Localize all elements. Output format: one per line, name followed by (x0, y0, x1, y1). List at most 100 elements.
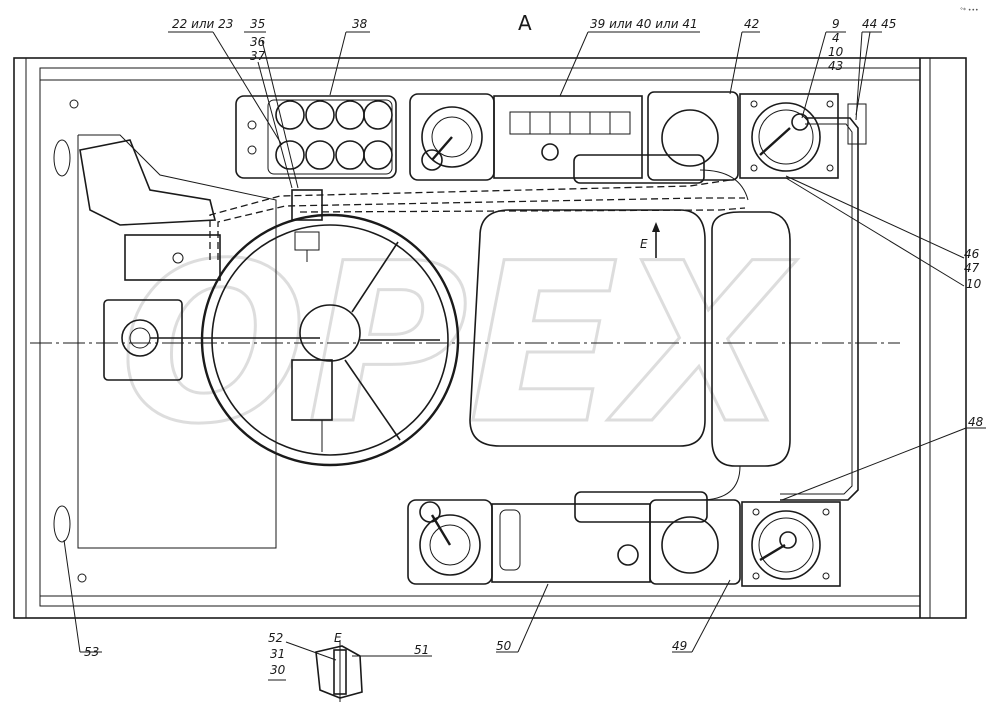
callout-50: 50 (496, 639, 512, 653)
detail-bracket (315, 645, 363, 699)
callout-49: 49 (672, 639, 687, 653)
switch-button (305, 140, 335, 170)
mount-hole (77, 573, 87, 583)
lower-joystick (407, 491, 741, 585)
pedal-screw (750, 100, 758, 108)
mount-hole (69, 99, 79, 109)
callout-53: 53 (84, 645, 99, 659)
callout-10: 10 (828, 45, 844, 59)
callout-48: 48 (968, 415, 984, 429)
corner-note: °* ••• (960, 7, 979, 14)
seat-pipe (699, 169, 749, 201)
leader (261, 39, 299, 189)
switch-panel-body (235, 95, 397, 179)
steering-wheel (200, 213, 460, 467)
joystick-stick (431, 136, 453, 161)
steering-column-bracket (291, 359, 333, 421)
hydraulic-line (299, 207, 746, 213)
detail-label: E (334, 631, 342, 645)
lower-pedal-fitting (779, 531, 797, 549)
hydraulic-line (209, 179, 731, 260)
panel-screw (247, 120, 257, 130)
callout-43: 43 (828, 59, 843, 73)
upper-pedal-disc-inner (758, 109, 814, 165)
lower-joystick-boot-inner (429, 524, 471, 566)
callout-51: 51 (414, 643, 429, 657)
leader (329, 31, 347, 96)
left-panel-outline (77, 134, 277, 549)
leader (785, 177, 965, 287)
callout-labels: A 22 или 23 35 36 37 38 39 или 40 или 41… (84, 7, 984, 677)
lower-joystick-boot (419, 514, 481, 576)
callout-36: 36 (250, 35, 266, 49)
lower-joystick-stick (430, 514, 452, 546)
lower-pedal-lever (759, 543, 786, 562)
joystick-boot (421, 106, 483, 168)
joystick-boot-inner (431, 116, 473, 158)
lower-left-lever (103, 299, 320, 381)
callout-9: 9 (832, 17, 840, 31)
panel-screw (247, 145, 257, 155)
lower-cylinder (574, 491, 708, 523)
pedal-screw (750, 164, 758, 172)
leader (801, 31, 827, 119)
valve-body (661, 109, 719, 167)
steering-wheel-rim-inner (211, 224, 449, 456)
pedal-screw (826, 100, 834, 108)
leader (285, 641, 337, 661)
cab-floor-frame (13, 57, 967, 619)
view-arrow-label: E (640, 237, 648, 251)
callout-42: 42 (744, 17, 759, 31)
steering-wheel-rim-outer (200, 213, 460, 467)
line-clamp (291, 189, 323, 221)
wheel-spoke (351, 241, 399, 313)
hydraulic-cylinder (573, 154, 705, 184)
leader (855, 31, 863, 121)
pedal-fitting (791, 113, 809, 131)
pedal-bolt (172, 252, 184, 264)
callout-38: 38 (352, 17, 368, 31)
outer-frame (13, 57, 967, 619)
steering-wheel-hub (299, 304, 361, 362)
leader (63, 539, 81, 653)
lower-valve-body (661, 516, 719, 574)
callout-52: 52 (268, 631, 283, 645)
view-label: A (518, 11, 532, 35)
switch-button (275, 100, 305, 130)
callout-44-45: 44 45 (862, 17, 896, 31)
switch-button (335, 140, 365, 170)
pedal-plate (124, 234, 221, 281)
lower-right-pedal (741, 501, 841, 587)
leader (691, 579, 731, 653)
pedal-lever (759, 127, 791, 156)
console-nut (541, 143, 559, 161)
leader (785, 175, 965, 259)
pedal-body (79, 139, 217, 226)
leader (729, 31, 743, 95)
operator-seat (469, 169, 791, 501)
valve-housing (647, 91, 739, 181)
pedal-screw (752, 508, 760, 516)
callout-46: 46 (964, 247, 980, 261)
floor-opening (53, 505, 71, 543)
callout-39-41: 39 или 40 или 41 (590, 17, 698, 31)
leader-lines (63, 31, 986, 681)
lower-pedal-plate (741, 501, 841, 587)
callout-47: 47 (964, 261, 980, 275)
upper-pedal-plate (739, 93, 839, 179)
lower-joystick-knob (419, 501, 441, 523)
callout-4: 4 (832, 31, 840, 45)
lower-pedal-disc-inner (758, 517, 814, 573)
wheel-spoke (344, 359, 401, 441)
leader (257, 61, 293, 189)
seat-backrest (711, 211, 791, 467)
upper-joystick (409, 93, 643, 181)
lower-console (491, 503, 651, 583)
pedal-screw (752, 572, 760, 580)
hydraulic-pipe (780, 117, 859, 501)
console-slot (499, 509, 521, 571)
pedal-assembly (79, 139, 221, 281)
switch-button (363, 140, 393, 170)
hydraulic-pipe (780, 123, 853, 495)
